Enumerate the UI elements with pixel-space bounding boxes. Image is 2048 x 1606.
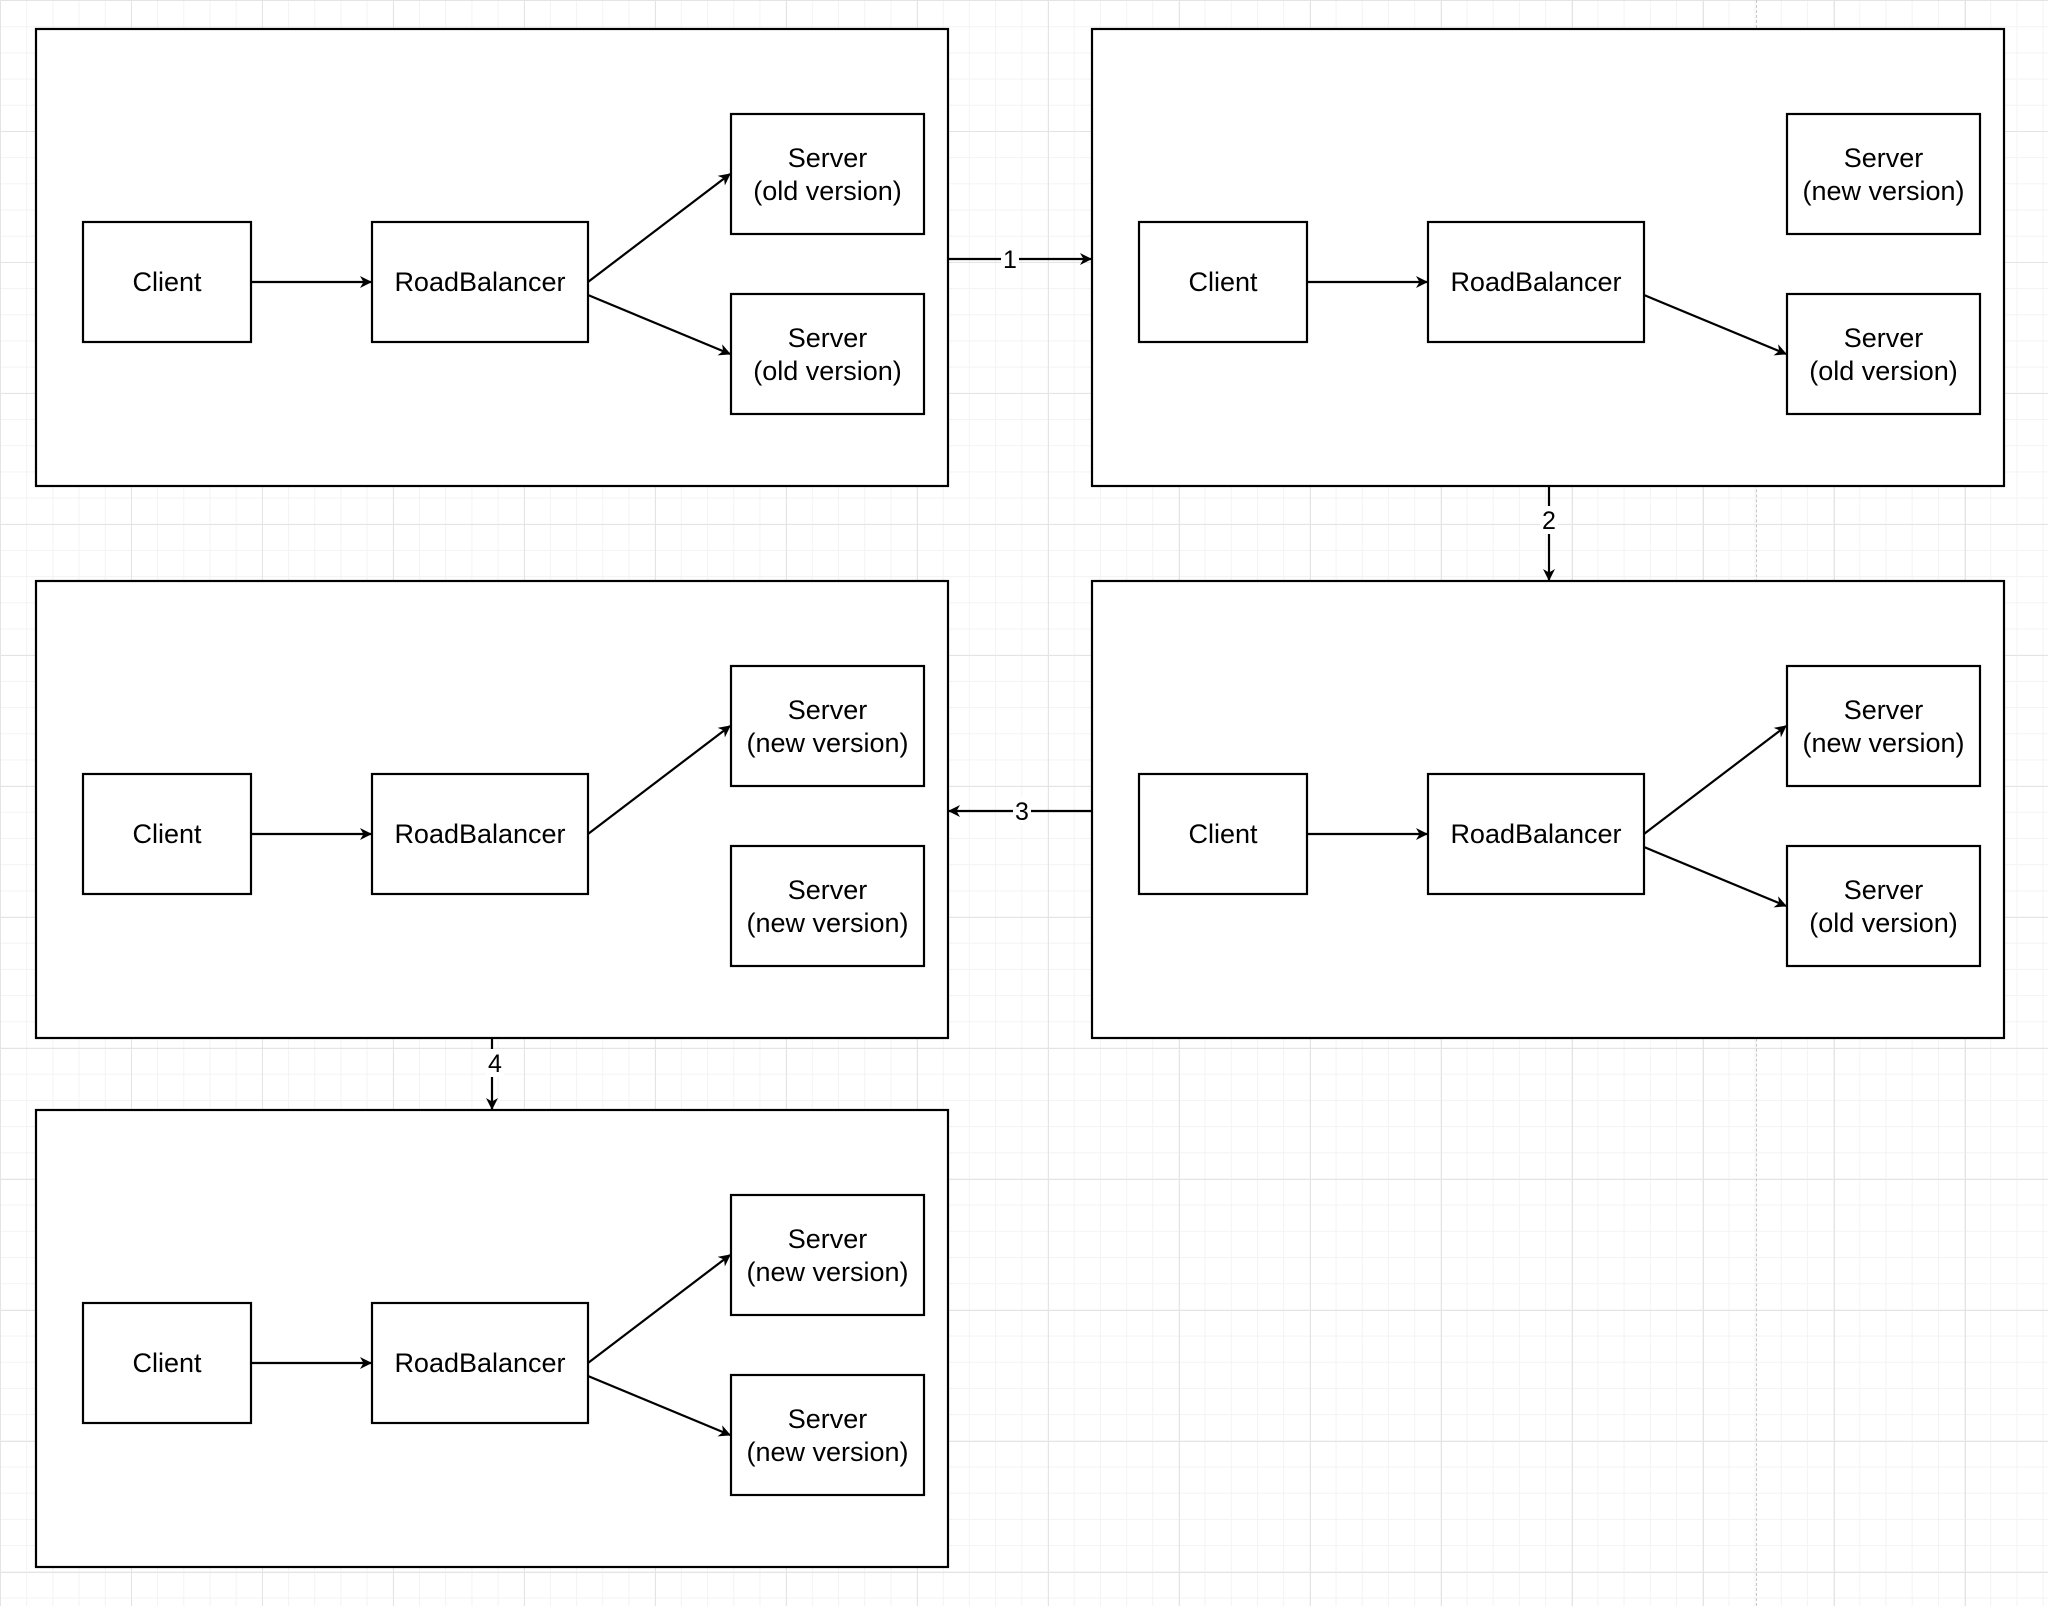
load-balancer-node: RoadBalancer	[370, 772, 590, 896]
server-node-2: Server(old version)	[729, 292, 926, 416]
client-node: Client	[1137, 772, 1309, 896]
server-node-1: Server(new version)	[729, 664, 926, 788]
server-name-label: Server	[788, 323, 868, 353]
server-name-label: Server	[1844, 695, 1924, 725]
transition-arrow-3: 3	[948, 797, 1092, 826]
client-node: Client	[81, 772, 253, 896]
load-balancer-label: RoadBalancer	[1450, 267, 1621, 297]
balancer-to-server-arrow	[1643, 845, 1787, 908]
balancer-to-server-arrow	[1643, 293, 1787, 356]
client-box	[1137, 772, 1309, 896]
balancer-to-server-arrow	[587, 173, 731, 283]
client-box	[81, 1301, 253, 1425]
load-balancer-label: RoadBalancer	[394, 1348, 565, 1378]
server-version-label: (new version)	[746, 728, 908, 758]
load-balancer-label: RoadBalancer	[1450, 819, 1621, 849]
transition-label-bg	[1540, 506, 1558, 534]
server-box	[1785, 112, 1982, 236]
transition-arrow-2: 2	[1540, 486, 1558, 581]
server-node-2: Server(new version)	[729, 844, 926, 968]
load-balancer-box	[1426, 220, 1646, 344]
server-node-2: Server(new version)	[729, 1373, 926, 1497]
server-version-label: (old version)	[753, 176, 902, 206]
server-box	[1785, 292, 1982, 416]
server-box	[729, 1373, 926, 1497]
server-version-label: (new version)	[746, 908, 908, 938]
client-label: Client	[132, 1348, 202, 1378]
transition-step-label: 3	[1015, 798, 1029, 826]
client-label: Client	[1188, 819, 1258, 849]
server-name-label: Server	[1844, 143, 1924, 173]
server-name-label: Server	[1844, 323, 1924, 353]
load-balancer-node: RoadBalancer	[370, 1301, 590, 1425]
transition-arrow-4: 4	[486, 1038, 504, 1110]
server-name-label: Server	[788, 695, 868, 725]
server-node-1: Server(old version)	[729, 112, 926, 236]
server-version-label: (new version)	[1802, 176, 1964, 206]
load-balancer-box	[370, 1301, 590, 1425]
client-label: Client	[1188, 267, 1258, 297]
server-version-label: (new version)	[1802, 728, 1964, 758]
server-box	[729, 112, 926, 236]
server-name-label: Server	[788, 143, 868, 173]
transition-step-label: 2	[1542, 507, 1556, 535]
server-box	[729, 1193, 926, 1317]
balancer-to-server-arrow	[587, 725, 731, 835]
server-box	[729, 664, 926, 788]
load-balancer-label: RoadBalancer	[394, 819, 565, 849]
client-box	[81, 220, 253, 344]
balancer-to-server-arrow	[587, 293, 731, 356]
client-node: Client	[1137, 220, 1309, 344]
server-box	[1785, 664, 1982, 788]
server-box	[729, 844, 926, 968]
server-node-1: Server(new version)	[729, 1193, 926, 1317]
client-label: Client	[132, 819, 202, 849]
client-node: Client	[81, 1301, 253, 1425]
balancer-to-server-arrow	[587, 1374, 731, 1437]
server-box	[729, 292, 926, 416]
client-box	[81, 772, 253, 896]
server-node-2: Server(old version)	[1785, 292, 1982, 416]
server-version-label: (old version)	[1809, 908, 1958, 938]
load-balancer-node: RoadBalancer	[1426, 220, 1646, 344]
transition-label-bg	[486, 1049, 504, 1077]
server-name-label: Server	[788, 1224, 868, 1254]
balancer-to-server-arrow	[1643, 725, 1787, 835]
server-name-label: Server	[1844, 875, 1924, 905]
server-box	[1785, 844, 1982, 968]
server-node-1: Server(new version)	[1785, 112, 1982, 236]
server-version-label: (old version)	[753, 356, 902, 386]
server-version-label: (new version)	[746, 1257, 908, 1287]
transition-arrow-1: 1	[948, 245, 1092, 274]
load-balancer-node: RoadBalancer	[370, 220, 590, 344]
transition-label-bg	[1013, 797, 1031, 825]
load-balancer-label: RoadBalancer	[394, 267, 565, 297]
balancer-to-server-arrow	[587, 1254, 731, 1364]
server-name-label: Server	[788, 1404, 868, 1434]
server-node-1: Server(new version)	[1785, 664, 1982, 788]
server-node-2: Server(old version)	[1785, 844, 1982, 968]
transition-step-label: 1	[1003, 246, 1017, 274]
server-name-label: Server	[788, 875, 868, 905]
load-balancer-node: RoadBalancer	[1426, 772, 1646, 896]
server-version-label: (new version)	[746, 1437, 908, 1467]
client-node: Client	[81, 220, 253, 344]
server-version-label: (old version)	[1809, 356, 1958, 386]
load-balancer-box	[1426, 772, 1646, 896]
client-label: Client	[132, 267, 202, 297]
transition-step-label: 4	[488, 1050, 502, 1078]
transition-label-bg	[1001, 245, 1019, 273]
